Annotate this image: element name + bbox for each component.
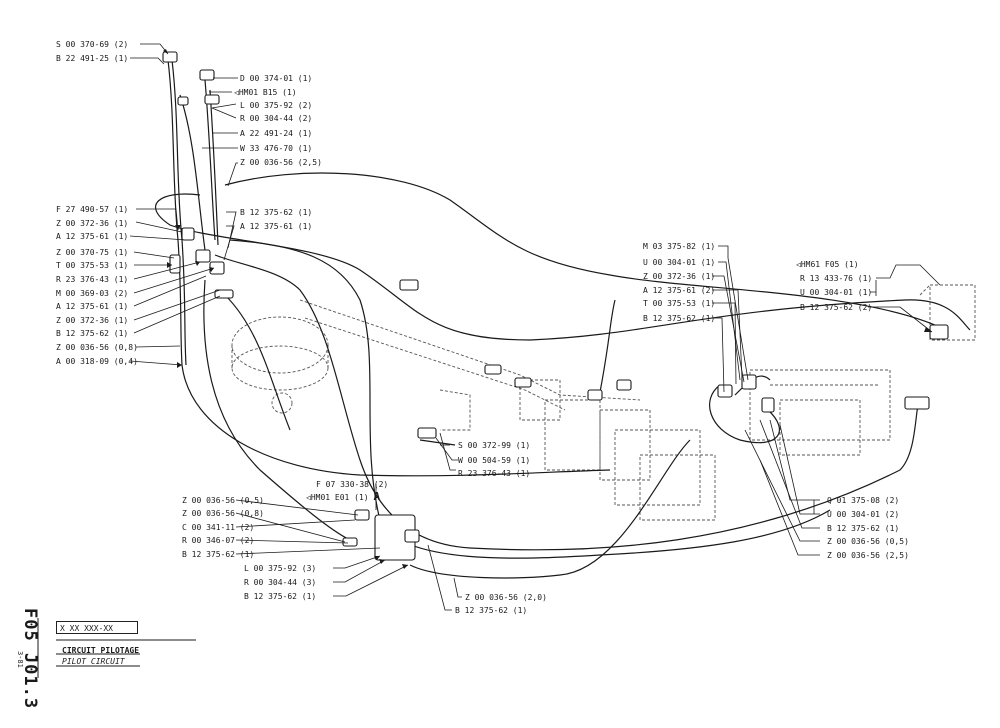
- label-hm01-e01-text: ◁HM01 E01 (1): [306, 493, 369, 502]
- label-t00375-53-b: T 00 375-53 (1): [643, 299, 716, 308]
- label-s00370-69: S 00 370-69 (2): [56, 40, 129, 49]
- label-b22491-25: B 22 491-25 (1): [56, 54, 129, 63]
- label-u00304-01-a: U 00 304-01 (1): [643, 258, 716, 267]
- label-hm61-f05: ◁HM61 F05 (1): [796, 260, 859, 269]
- label-f07330-38: F 07 330-38 (2): [316, 480, 389, 489]
- label-r13433-76: R 13 433-76 (1): [800, 274, 873, 283]
- label-f27490-57: F 27 490-57 (1): [56, 205, 129, 214]
- label-z00372-36-b: Z 00 372-36 (1): [56, 316, 129, 325]
- label-m00369-03: M 00 369-03 (2): [56, 289, 129, 298]
- label-b12375-62-h: B 12 375-62 (1): [827, 524, 900, 533]
- label-r00346-07: R 00 346-07 (2): [182, 536, 255, 545]
- label-z00372-36-c: Z 00 372-36 (1): [643, 272, 716, 281]
- label-b12375-62-e: B 12 375-62 (1): [182, 550, 255, 559]
- label-r00304-44-b: R 00 304-44 (3): [244, 578, 317, 587]
- label-b12375-62-left: B 12 375-62 (1): [56, 329, 129, 338]
- leader-lines: [129, 43, 941, 611]
- label-a12375-61-b: A 12 375-61 (1): [56, 302, 129, 311]
- drawing-reference: X XX XXX-XX: [56, 621, 138, 634]
- label-a22491-24: A 22 491-24 (1): [240, 129, 313, 138]
- label-z00036-56-08-l2: Z 00 036-56 (0,8): [182, 509, 264, 518]
- fittings: [162, 51, 949, 561]
- label-a12375-61-a: A 12 375-61 (1): [56, 232, 129, 241]
- drawing-revision: 3-81: [16, 651, 24, 668]
- label-z00036-56-05-l: Z 00 036-56 (0,5): [182, 496, 264, 505]
- label-a12375-61-c: A 12 375-61 (2): [643, 286, 716, 295]
- label-l00375-92-top: L 00 375-92 (2): [240, 101, 313, 110]
- label-hm01-e01: ◁HM01 E01 (1) A: [306, 490, 381, 503]
- drawing-subtitle: PILOT CIRCUIT: [62, 657, 125, 666]
- label-z00036-56-top: Z 00 036-56 (2,5): [240, 158, 322, 167]
- label-r00304-44-top: R 00 304-44 (2): [240, 114, 313, 123]
- label-a00318-09: A 00 318-09 (0,4): [56, 357, 138, 366]
- label-w33476-70: W 33 476-70 (1): [240, 144, 313, 153]
- label-u00304-01-b: U 00 304-01 (1): [800, 288, 873, 297]
- label-s00372-99: S 00 372-99 (1): [458, 441, 531, 450]
- title-block: [37, 618, 196, 678]
- label-b12375-62-d: B 12 375-62 (2): [800, 303, 873, 312]
- label-z00036-56-05-r: Z 00 036-56 (0,5): [827, 537, 909, 546]
- label-b12375-62-c: B 12 375-62 (1): [643, 314, 716, 323]
- label-hm01-b15: ◁HM01 B15 (1): [234, 88, 297, 97]
- label-m03375-82: M 03 375-82 (1): [643, 242, 716, 251]
- label-q01375-08: Q 01 375-08 (2): [827, 496, 900, 505]
- label-b12375-62-mid: B 12 375-62 (1): [240, 208, 313, 217]
- label-w00504-59: W 00 504-59 (1): [458, 456, 531, 465]
- section-a-mark: A: [373, 490, 381, 503]
- label-a12375-61-mid: A 12 375-61 (1): [240, 222, 313, 231]
- label-z00036-56-20: Z 00 036-56 (2,0): [465, 593, 547, 602]
- label-z00036-56-25-r: Z 00 036-56 (2,5): [827, 551, 909, 560]
- arrowheads: [163, 49, 932, 569]
- label-z00372-36-a: Z 00 372-36 (1): [56, 219, 129, 228]
- label-d00374-01: D 00 374-01 (1): [240, 74, 313, 83]
- label-z00370-75: Z 00 370-75 (1): [56, 248, 129, 257]
- label-u00304-01-c: U 00 304-01 (2): [827, 510, 900, 519]
- label-b12375-62-f: B 12 375-62 (1): [244, 592, 317, 601]
- label-l00375-92-b: L 00 375-92 (3): [244, 564, 317, 573]
- label-c00341-11: C 00 341-11 (2): [182, 523, 255, 532]
- label-r23376-43-a: R 23 376-43 (1): [56, 275, 129, 284]
- label-r23376-43-b: R 23 376-43 (1): [458, 469, 531, 478]
- label-z00036-56-08-left: Z 00 036-56 (0,8): [56, 343, 138, 352]
- label-b12375-62-g: B 12 375-62 (1): [455, 606, 528, 615]
- drawing-title: CIRCUIT PILOTAGE: [62, 646, 140, 655]
- machine-outline: [231, 284, 976, 521]
- label-t00375-53-a: T 00 375-53 (1): [56, 261, 129, 270]
